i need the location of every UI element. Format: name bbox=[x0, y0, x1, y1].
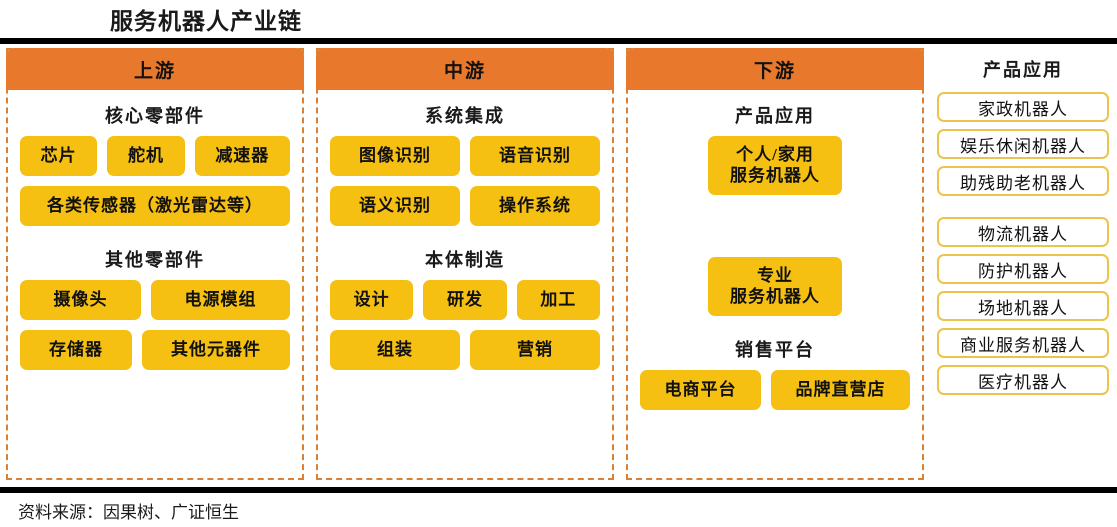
group-title-body-manufacturing: 本体制造 bbox=[425, 250, 505, 270]
chip-semantic-recognition[interactable]: 语义识别 bbox=[330, 186, 460, 226]
group-title-system-integration: 系统集成 bbox=[425, 106, 505, 126]
app-elderly-disabled-assist-robot[interactable]: 助残助老机器人 bbox=[937, 166, 1109, 196]
midstream-body: 系统集成 图像识别 语音识别 语义识别 操作系统 本体制造 设计 研发 加工 bbox=[318, 90, 612, 478]
downstream-frame: 下游 产品应用 个人/家用服务机器人 专业服务机器人 销售平台 电商平台 品牌直… bbox=[626, 48, 924, 480]
chip-other-devices[interactable]: 其他元器件 bbox=[142, 330, 290, 370]
chip-sensors[interactable]: 各类传感器（激光雷达等） bbox=[20, 186, 290, 226]
chip-assembly[interactable]: 组装 bbox=[330, 330, 460, 370]
row-app-1: 个人/家用服务机器人 bbox=[636, 136, 914, 205]
row-other-2: 存储器 其他元器件 bbox=[16, 330, 294, 380]
app-housekeeping-robot[interactable]: 家政机器人 bbox=[937, 92, 1109, 122]
group-title-product-application: 产品应用 bbox=[735, 106, 815, 126]
column-upstream: 上游 核心零部件 芯片 舵机 减速器 各类传感器（激光雷达等） 其他零部件 摄像… bbox=[0, 48, 310, 484]
upstream-frame: 上游 核心零部件 芯片 舵机 减速器 各类传感器（激光雷达等） 其他零部件 摄像… bbox=[6, 48, 304, 480]
row-mfg-1: 设计 研发 加工 bbox=[326, 280, 604, 330]
row-mfg-2: 组装 营销 bbox=[326, 330, 604, 380]
row-sysint-2: 语义识别 操作系统 bbox=[326, 186, 604, 236]
app-entertainment-robot[interactable]: 娱乐休闲机器人 bbox=[937, 129, 1109, 159]
column-downstream: 下游 产品应用 个人/家用服务机器人 专业服务机器人 销售平台 电商平台 品牌直… bbox=[620, 48, 930, 484]
chip-rnd[interactable]: 研发 bbox=[423, 280, 507, 320]
chip-operating-system[interactable]: 操作系统 bbox=[470, 186, 600, 226]
chip-reducer[interactable]: 减速器 bbox=[194, 136, 290, 176]
applications-title: 产品应用 bbox=[983, 60, 1063, 80]
upstream-body: 核心零部件 芯片 舵机 减速器 各类传感器（激光雷达等） 其他零部件 摄像头 电… bbox=[8, 90, 302, 478]
app-logistics-robot[interactable]: 物流机器人 bbox=[937, 217, 1109, 247]
chip-camera[interactable]: 摄像头 bbox=[20, 280, 141, 320]
product-application-panel: 产品应用 家政机器人 娱乐休闲机器人 助残助老机器人 物流机器人 防护机器人 场… bbox=[935, 48, 1111, 484]
row-core-2: 各类传感器（激光雷达等） bbox=[16, 186, 294, 236]
chip-design[interactable]: 设计 bbox=[330, 280, 414, 320]
chip-professional-service-robot[interactable]: 专业服务机器人 bbox=[708, 257, 842, 316]
top-rule bbox=[0, 38, 1117, 44]
row-sysint-1: 图像识别 语音识别 bbox=[326, 136, 604, 186]
group-title-other-components: 其他零部件 bbox=[105, 250, 205, 270]
downstream-spacer-1 bbox=[636, 205, 914, 258]
app-protection-robot[interactable]: 防护机器人 bbox=[937, 254, 1109, 284]
row-app-2: 专业服务机器人 bbox=[636, 257, 914, 326]
midstream-header: 中游 bbox=[316, 48, 614, 90]
row-other-1: 摄像头 电源模组 bbox=[16, 280, 294, 330]
downstream-spacer-2 bbox=[636, 420, 914, 473]
chip-memory[interactable]: 存储器 bbox=[20, 330, 132, 370]
page-title: 服务机器人产业链 bbox=[110, 9, 302, 34]
chip-personal-home-service-robot[interactable]: 个人/家用服务机器人 bbox=[708, 136, 842, 195]
upstream-header: 上游 bbox=[6, 48, 304, 90]
column-midstream: 中游 系统集成 图像识别 语音识别 语义识别 操作系统 本体制造 设计 研发 bbox=[310, 48, 620, 484]
applications-divider bbox=[935, 203, 1111, 217]
app-field-robot[interactable]: 场地机器人 bbox=[937, 291, 1109, 321]
chain-columns: 上游 核心零部件 芯片 舵机 减速器 各类传感器（激光雷达等） 其他零部件 摄像… bbox=[0, 48, 930, 484]
bottom-rule bbox=[0, 487, 1117, 493]
chip-speech-recognition[interactable]: 语音识别 bbox=[470, 136, 600, 176]
group-title-sales-platform: 销售平台 bbox=[735, 339, 815, 360]
chip-brand-store[interactable]: 品牌直营店 bbox=[771, 369, 910, 410]
chip-power-module[interactable]: 电源模组 bbox=[151, 280, 290, 320]
chip-marketing[interactable]: 营销 bbox=[470, 330, 600, 370]
app-commercial-service-robot[interactable]: 商业服务机器人 bbox=[937, 328, 1109, 358]
chip-chip[interactable]: 芯片 bbox=[20, 136, 98, 176]
row-core-1: 芯片 舵机 减速器 bbox=[16, 136, 294, 186]
chip-image-recognition[interactable]: 图像识别 bbox=[330, 136, 460, 176]
chip-ecommerce-platform[interactable]: 电商平台 bbox=[640, 369, 761, 410]
downstream-body: 产品应用 个人/家用服务机器人 专业服务机器人 销售平台 电商平台 品牌直营店 bbox=[628, 90, 922, 478]
midstream-frame: 中游 系统集成 图像识别 语音识别 语义识别 操作系统 本体制造 设计 研发 bbox=[316, 48, 614, 480]
chip-processing[interactable]: 加工 bbox=[516, 280, 600, 320]
row-sales-1: 电商平台 品牌直营店 bbox=[636, 369, 914, 420]
source-note: 资料来源：因果树、广证恒生 bbox=[18, 503, 239, 522]
downstream-header: 下游 bbox=[626, 48, 924, 90]
app-medical-robot[interactable]: 医疗机器人 bbox=[937, 365, 1109, 395]
group-title-core-components: 核心零部件 bbox=[105, 106, 205, 126]
chip-servo[interactable]: 舵机 bbox=[107, 136, 185, 176]
